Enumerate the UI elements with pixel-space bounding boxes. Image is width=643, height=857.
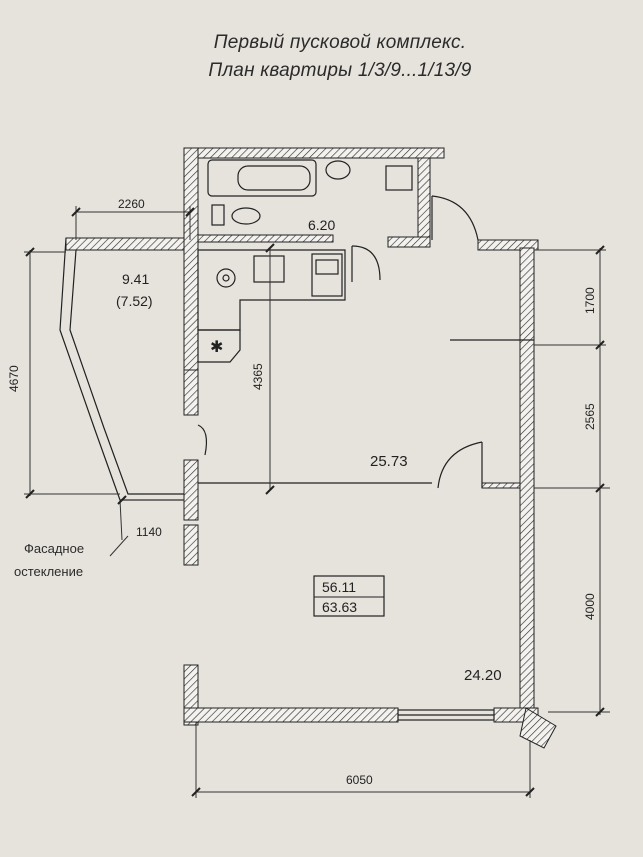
bathtub-inner [237,165,311,191]
balcony-area-reduced-label: (7.52) [116,293,153,309]
dim-balcony-top: 2260 [118,197,145,211]
dim-bottom-width: 6050 [346,773,373,787]
fridge-door [315,259,339,275]
column-bottom-right [519,707,557,749]
dim-balcony-bottom: 1140 [136,525,162,539]
kitchen-counter [197,249,346,331]
washing-machine [385,165,413,191]
plan-title-line-2: План квартиры 1/3/9...1/13/9 [208,60,472,81]
wall-bottom-left [183,707,399,723]
living-door-arc [437,441,483,489]
wall-entrance [477,239,539,251]
kitchen-sink-drain [222,274,230,282]
fridge [311,253,343,297]
wall-top-bath [183,147,445,159]
wall-bath-right [417,157,431,239]
walls [65,147,539,726]
living-area-label: 25.73 [370,453,408,470]
dim-kitchen-depth: 4365 [251,363,265,390]
bathroom-area-label: 6.20 [308,217,335,233]
plan-title-line-1: Первый пусковой комплекс. [213,32,467,53]
facade-glazing-label-2: остекление [14,564,84,579]
wall-partition-right [481,482,521,489]
facade-glazing-label-1: Фасадное [24,541,85,556]
dim-right-upper: 1700 [583,287,597,314]
dimension-ticks [25,207,605,797]
bathtub [207,159,317,197]
ventilation-niche [197,329,241,363]
dim-right-middle: 2565 [583,403,597,430]
bath-door-arc [351,245,381,281]
toilet-bowl [231,207,261,225]
dim-right-lower: 4000 [583,593,597,620]
wall-left-mid2 [183,459,199,521]
wall-bath-bottom-right [387,236,431,248]
entrance-door-arc [431,195,479,241]
stove [253,255,285,283]
wall-balcony-top [65,237,185,251]
kitchen-sink [216,268,236,288]
dim-balcony-left: 4670 [7,365,21,392]
wall-left-mid [183,369,199,416]
balcony-area-label: 9.41 [122,271,149,287]
balcony-door-arc [197,424,208,456]
asterisk-icon: ✱ [210,339,223,356]
living-total-label: 56.11 [322,579,356,595]
wall-bath-kitchen [197,234,334,243]
wall-left-lower [183,524,199,566]
wall-left-upper [183,147,199,371]
area-totals-box [313,575,385,617]
balcony-glazing-inner [69,249,184,495]
toilet-tank [211,204,225,226]
wash-basin [325,160,351,180]
wall-right [519,247,535,709]
bedroom-area-label: 24.20 [464,667,502,684]
total-area-label: 63.63 [322,599,357,615]
